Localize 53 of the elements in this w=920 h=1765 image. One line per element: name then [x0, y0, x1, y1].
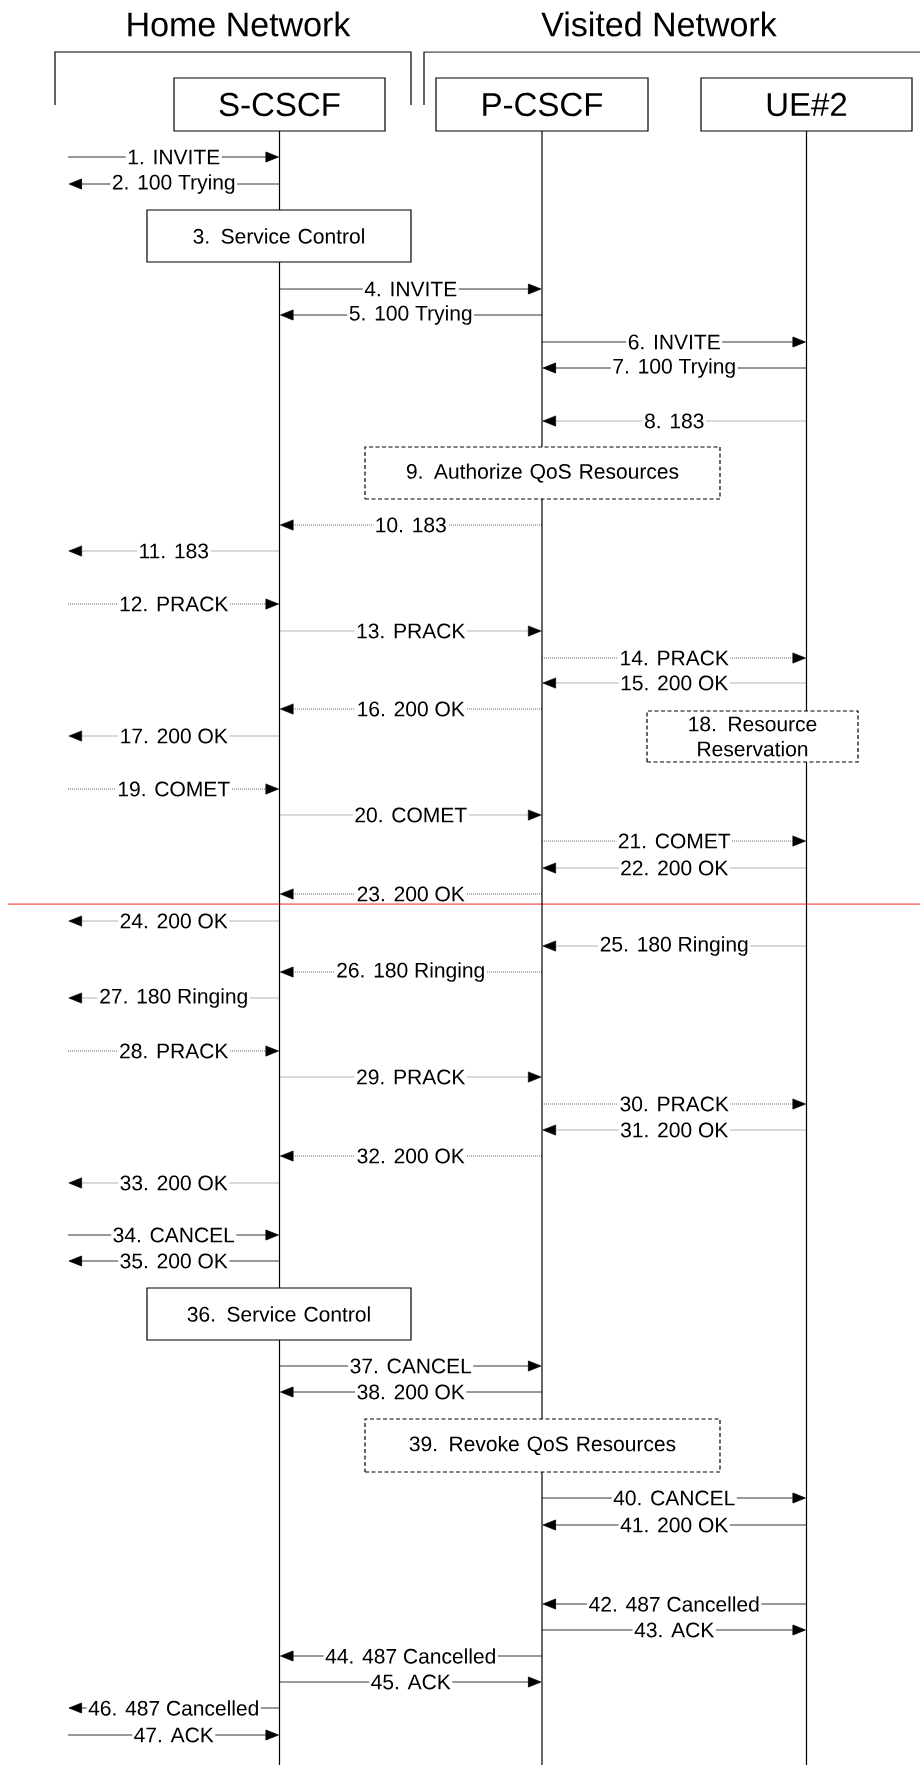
participant-box: P-CSCF — [435, 77, 649, 132]
participant-box: S-CSCF — [173, 77, 386, 132]
edge-label: 23. 200 OK — [355, 885, 467, 903]
edge-label: 1. INVITE — [125, 148, 222, 166]
edge-label: 44. 487 Cancelled — [323, 1646, 498, 1666]
edge-label: 30. PRACK — [618, 1095, 731, 1113]
edge-label: 2. 100 Trying — [110, 172, 238, 196]
edge-label: 20. COMET — [352, 806, 469, 824]
edge-label: 16. 200 OK — [355, 700, 467, 718]
edge-label: 22. 200 OK — [618, 859, 730, 877]
edge-label: 33. 200 OK — [118, 1174, 230, 1192]
edge-label: 28. PRACK — [117, 1042, 230, 1060]
edge-label: 38. 200 OK — [355, 1383, 467, 1401]
edge-label: 46. 487 Cancelled — [86, 1698, 261, 1718]
edge-label: 14. PRACK — [618, 649, 731, 667]
edge-label: 40. CANCEL — [611, 1489, 737, 1507]
edge-label: 24. 200 OK — [118, 912, 230, 930]
edge-label: 11. 183 — [137, 542, 211, 560]
edge-label: 34. CANCEL — [111, 1226, 237, 1244]
edge-label: 15. 200 OK — [618, 674, 730, 692]
dashed-box: 18. Resource Reservation — [646, 710, 859, 763]
edge-label: 17. 200 OK — [118, 727, 230, 745]
edge-label: 12. PRACK — [117, 595, 230, 613]
edge-label: 5. 100 Trying — [347, 303, 475, 327]
edge-label: 25. 180 Ringing — [598, 934, 751, 958]
dashed-box: 39. Revoke QoS Resources — [364, 1418, 721, 1473]
network-title: Visited Network — [541, 11, 777, 37]
network-title: Home Network — [128, 11, 351, 37]
edge-label: 21. COMET — [616, 832, 733, 850]
participant-box: UE#2 — [700, 77, 913, 132]
edge-label: 4. INVITE — [362, 280, 459, 298]
edge-label: 47. ACK — [132, 1726, 216, 1744]
edge-label: 31. 200 OK — [618, 1121, 730, 1139]
edge-label: 27. 180 Ringing — [97, 986, 250, 1010]
dashed-box: 9. Authorize QoS Resources — [364, 446, 721, 500]
process-box: 36. Service Control — [146, 1287, 412, 1341]
edge-label: 8. 183 — [642, 412, 706, 430]
edge-label: 19. COMET — [115, 780, 232, 798]
edge-label: 45. ACK — [369, 1673, 453, 1691]
edge-label: 43. ACK — [632, 1621, 716, 1639]
edge-label: 42. 487 Cancelled — [587, 1594, 762, 1614]
edge-label: 29. PRACK — [354, 1068, 467, 1086]
edge-label: 7. 100 Trying — [610, 356, 738, 380]
edge-label: 26. 180 Ringing — [334, 960, 487, 984]
edge-label: 35. 200 OK — [118, 1252, 230, 1270]
edge-label: 32. 200 OK — [355, 1147, 467, 1165]
edge-label: 10. 183 — [373, 516, 449, 534]
edge-label: 6. INVITE — [626, 333, 723, 351]
edge-label: 13. PRACK — [354, 622, 467, 640]
edge-label: 41. 200 OK — [618, 1516, 730, 1534]
process-box: 3. Service Control — [146, 209, 412, 263]
message-arrow — [542, 415, 807, 427]
edge-label: 37. CANCEL — [348, 1357, 474, 1375]
